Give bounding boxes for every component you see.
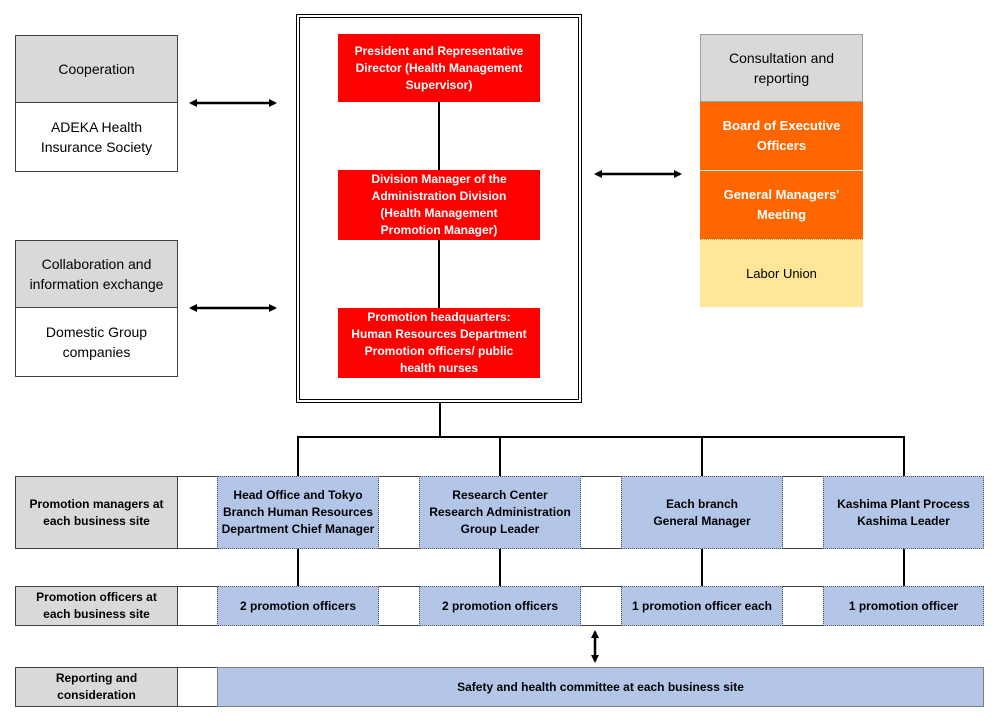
manager-cell-research-center: Research Center Research Administration … bbox=[419, 476, 581, 549]
cooperation-body: ADEKA Health Insurance Society bbox=[15, 102, 178, 172]
officer-cell-2-text: 2 promotion officers bbox=[441, 598, 558, 613]
branch-drop-2 bbox=[499, 436, 501, 477]
collaboration-header-text: Collaboration and information exchange bbox=[29, 256, 164, 292]
drop-row2-2 bbox=[499, 549, 501, 586]
president-box: President and Representative Director (H… bbox=[338, 34, 540, 102]
trunk-line bbox=[439, 403, 441, 437]
manager-cell-each-branch-text: Each branch General Manager bbox=[653, 496, 751, 528]
branch-line bbox=[297, 436, 905, 438]
drop-row2-4 bbox=[903, 549, 905, 586]
committee-text: Safety and health committee at each busi… bbox=[457, 679, 744, 694]
center-frame bbox=[296, 14, 582, 403]
officer-cell-4: 1 promotion officer bbox=[823, 586, 984, 626]
board-box: Board of Executive Officers bbox=[700, 102, 863, 170]
drop-row2-1 bbox=[297, 549, 299, 586]
gm-meeting-text: General Managers' Meeting bbox=[723, 187, 840, 222]
manager-cell-each-branch: Each branch General Manager bbox=[621, 476, 783, 549]
drop-row2-3 bbox=[701, 549, 703, 586]
officer-cell-1-text: 2 promotion officers bbox=[239, 598, 356, 613]
managers-row-label-text: Promotion managers at each business site bbox=[29, 496, 164, 528]
manager-cell-kashima: Kashima Plant Process Kashima Leader bbox=[823, 476, 984, 549]
consultation-header: Consultation and reporting bbox=[700, 34, 863, 102]
manager-cell-head-office-text: Head Office and Tokyo Branch Human Resou… bbox=[221, 488, 375, 536]
cooperation-header: Cooperation bbox=[15, 35, 178, 103]
consultation-header-text: Consultation and reporting bbox=[728, 50, 835, 86]
board-text: Board of Executive Officers bbox=[722, 118, 841, 153]
president-text: President and Representative Director (H… bbox=[354, 43, 524, 92]
center-frame-inner bbox=[299, 17, 579, 400]
cooperation-body-text: ADEKA Health Insurance Society bbox=[40, 119, 153, 155]
officers-row-label: Promotion officers at each business site bbox=[15, 586, 178, 626]
gm-meeting-box: General Managers' Meeting bbox=[700, 171, 863, 239]
reporting-row-label: Reporting and consideration bbox=[15, 667, 178, 707]
officer-cell-1: 2 promotion officers bbox=[217, 586, 379, 626]
committee-box: Safety and health committee at each busi… bbox=[217, 667, 984, 707]
reporting-row-label-text: Reporting and consideration bbox=[55, 671, 138, 702]
manager-cell-head-office: Head Office and Tokyo Branch Human Resou… bbox=[217, 476, 379, 549]
managers-row-label: Promotion managers at each business site bbox=[15, 476, 178, 549]
officer-cell-3: 1 promotion officer each bbox=[621, 586, 783, 626]
officer-cell-3-text: 1 promotion officer each bbox=[631, 598, 773, 613]
collaboration-body: Domestic Group companies bbox=[15, 307, 178, 377]
officers-row-label-text: Promotion officers at each business site bbox=[36, 590, 157, 621]
labor-union-text: Labor Union bbox=[746, 266, 817, 281]
promotion-hq-text: Promotion headquarters: Human Resources … bbox=[351, 310, 527, 375]
board-divider bbox=[700, 170, 863, 171]
branch-drop-1 bbox=[297, 436, 299, 477]
manager-cell-research-center-text: Research Center Research Administration … bbox=[429, 488, 571, 536]
branch-drop-3 bbox=[701, 436, 703, 477]
officer-cell-2: 2 promotion officers bbox=[419, 586, 581, 626]
officer-cell-4-text: 1 promotion officer bbox=[848, 598, 959, 613]
connector-president-division bbox=[438, 102, 440, 170]
connector-division-hq bbox=[438, 240, 440, 308]
division-manager-box: Division Manager of the Administration D… bbox=[338, 170, 540, 240]
labor-union-box: Labor Union bbox=[700, 239, 863, 307]
division-manager-text: Division Manager of the Administration D… bbox=[371, 172, 507, 237]
manager-cell-kashima-text: Kashima Plant Process Kashima Leader bbox=[837, 496, 970, 528]
branch-drop-4 bbox=[903, 436, 905, 477]
cooperation-header-text: Cooperation bbox=[58, 61, 135, 77]
promotion-hq-box: Promotion headquarters: Human Resources … bbox=[338, 308, 540, 378]
collaboration-body-text: Domestic Group companies bbox=[45, 324, 148, 360]
